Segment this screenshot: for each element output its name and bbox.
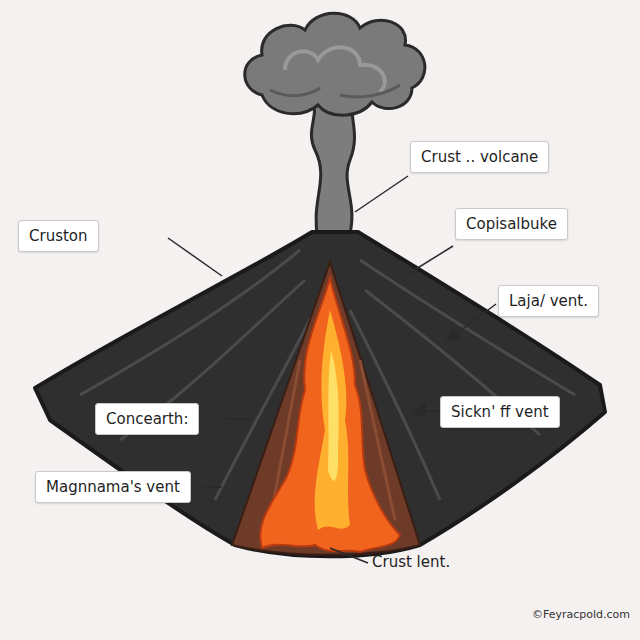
- callout-box: Sickn' ff vent: [440, 396, 560, 428]
- callout-label: Magnnama's vent: [46, 478, 180, 496]
- callout-label: Copisalbuke: [466, 215, 557, 233]
- callout-box: Magnnama's vent: [35, 471, 191, 503]
- callout-box: Concearth:: [95, 403, 199, 435]
- magma-flow: [260, 278, 400, 552]
- volcano-cone: [35, 232, 605, 556]
- callout-box: Copisalbuke: [455, 208, 568, 240]
- callout-label: Crust .. volcane: [421, 148, 538, 166]
- watermark: ©Feyracpold.com: [532, 608, 630, 621]
- callout-box: Laja/ vent.: [498, 285, 599, 317]
- ash-plume: [245, 13, 425, 240]
- callout-box: Cruston: [18, 220, 99, 252]
- leader-lines: [168, 176, 496, 563]
- callout-label: Concearth:: [106, 410, 188, 428]
- callout-box: Crust .. volcane: [410, 141, 549, 173]
- callout-label: Cruston: [29, 227, 88, 245]
- callout-label: Sickn' ff vent: [451, 403, 549, 421]
- part-label: Crust lent.: [372, 553, 450, 571]
- callout-label: Laja/ vent.: [509, 292, 588, 310]
